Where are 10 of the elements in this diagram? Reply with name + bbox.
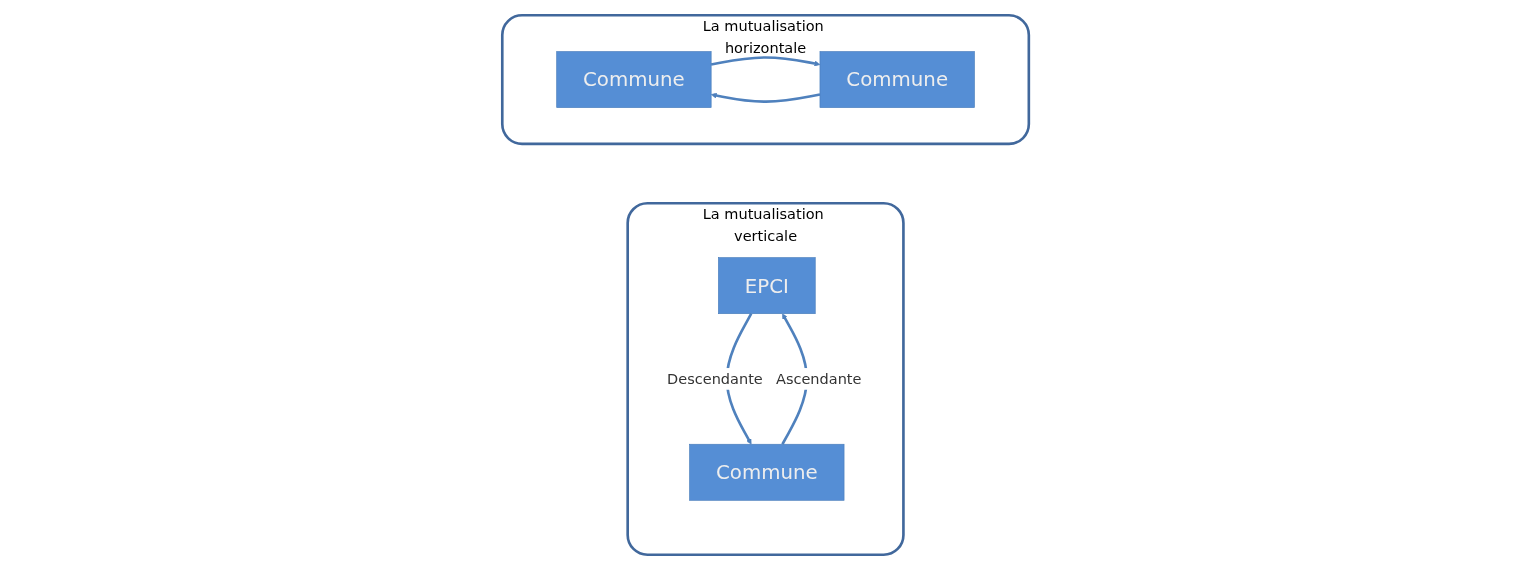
arrow — [710, 92, 821, 103]
node-box: EPCI — [718, 257, 816, 314]
arrow — [725, 313, 753, 445]
node-box: Commune — [819, 51, 975, 108]
arrow — [781, 313, 809, 445]
arrow — [710, 56, 821, 67]
edge-label: Ascendante — [775, 370, 862, 388]
node-box: Commune — [556, 51, 712, 108]
node-box: Commune — [689, 443, 845, 501]
edge-label: Descendante — [667, 370, 763, 388]
